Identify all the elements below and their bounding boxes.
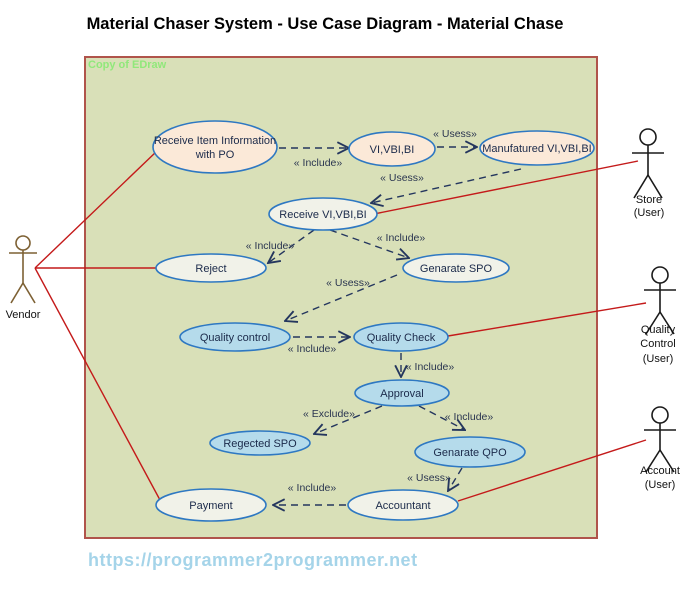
actor-label: Store (636, 194, 662, 206)
person-icon (644, 266, 676, 335)
usecase-manufatured: Manufatured VI,VBI,BI (479, 130, 595, 166)
usecase-ellipse (347, 489, 459, 521)
relation-label: « Usess» (380, 172, 424, 184)
usecase-genarate-qpo: Genarate QPO (414, 436, 526, 468)
assoc-receive-store (373, 160, 639, 215)
page-title: Material Chaser System - Use Case Diagra… (87, 15, 564, 33)
usecase-ellipse (348, 131, 436, 167)
usecase-genarate-spo: Genarate SPO (402, 253, 510, 283)
usecase-label: Quality Check (367, 332, 436, 344)
usecase-label: Genarate SPO (420, 263, 493, 275)
relation-label: « Include» (377, 232, 426, 244)
usecase-vi-vbi-bi: VI,VBI,BI (348, 131, 436, 167)
usecase-label: Payment (189, 500, 232, 512)
arrow-exclude-9 (314, 405, 383, 434)
relation-label: « Include» (246, 240, 295, 252)
arrow-include-4 (268, 229, 315, 263)
dependency-arrows (268, 147, 522, 505)
relation-label: « Include» (288, 482, 337, 494)
actor-label: (User) (645, 479, 676, 491)
relation-label: « Exclude» (303, 408, 355, 420)
usecase-ellipse (353, 322, 449, 352)
arrow-usess-11 (448, 467, 463, 491)
person-icon (632, 128, 664, 199)
usecase-label: Reject (195, 263, 226, 275)
relation-label: « Usess» (407, 472, 451, 484)
actor-store: Store (User) (632, 128, 665, 219)
usecase-ellipse (402, 253, 510, 283)
assoc-qualitycheck-qcuser (447, 302, 647, 337)
person-icon (644, 406, 676, 473)
usecase-receive-item-info: Receive Item Information with PO (152, 120, 278, 174)
actor-label: Quality (641, 324, 676, 336)
actor-label: (User) (634, 207, 665, 219)
assoc-accountant-account (457, 439, 647, 502)
usecase-label: Accountant (375, 500, 430, 512)
relation-label: « Include» (294, 157, 343, 169)
actor-label: Account (640, 465, 680, 477)
actor-quality-control: Quality Control (User) (640, 266, 676, 365)
actor-vendor: Vendor (6, 235, 41, 321)
association-lines (34, 150, 647, 502)
usecase-ellipse (354, 379, 450, 407)
arrow-usess-6 (285, 274, 398, 321)
arrow-include-10 (418, 405, 465, 430)
usecase-ellipse (479, 130, 595, 166)
usecase-ellipse (209, 430, 311, 456)
usecase-label: with PO (195, 149, 235, 161)
arrow-usess-3 (371, 168, 522, 203)
usecase-ellipse (268, 197, 378, 231)
person-icon (9, 235, 37, 304)
arrow-include-5 (329, 229, 409, 258)
usecase-ellipse (155, 253, 267, 283)
actor-label: Control (640, 338, 675, 350)
usecase-ellipse (155, 488, 267, 522)
usecase-regected-spo: Regected SPO (209, 430, 311, 456)
usecase-accountant: Accountant (347, 489, 459, 521)
usecase-label: Approval (380, 388, 423, 400)
relation-label: « Usess» (433, 128, 477, 140)
usecase-receive-vi-vbi-bi: Receive VI,VBI,BI (268, 197, 378, 231)
usecase-reject: Reject (155, 253, 267, 283)
usecase-payment: Payment (155, 488, 267, 522)
actor-account: Account (User) (640, 406, 680, 491)
usecase-label: Quality control (200, 332, 270, 344)
usecase-label: Receive VI,VBI,BI (279, 209, 366, 221)
usecase-label: Manufatured VI,VBI,BI (482, 143, 591, 155)
actor-label: Vendor (6, 309, 41, 321)
usecase-label: Receive Item Information (154, 135, 276, 147)
relation-label: « Include» (406, 361, 455, 373)
usecase-quality-check: Quality Check (353, 322, 449, 352)
usecase-ellipse (179, 322, 291, 352)
relation-label: « Usess» (326, 277, 370, 289)
usecase-quality-control: Quality control (179, 322, 291, 352)
watermark: Copy of EDraw (88, 59, 167, 71)
usecase-label: Regected SPO (223, 438, 297, 450)
actor-label: (User) (643, 353, 674, 365)
assoc-vendor-receive-item (34, 150, 158, 269)
usecase-label: Genarate QPO (433, 447, 507, 459)
usecase-label: VI,VBI,BI (370, 144, 415, 156)
footer-url-link[interactable]: https://programmer2programmer.net (88, 550, 418, 570)
usecase-approval: Approval (354, 379, 450, 407)
stereotype-labels: « Include» « Usess» « Usess» « Include» … (246, 128, 494, 494)
relation-label: « Include» (288, 343, 337, 355)
relation-label: « Include» (445, 411, 494, 423)
usecase-ellipse (152, 120, 278, 174)
assoc-vendor-payment (34, 267, 161, 501)
usecase-ellipse (414, 436, 526, 468)
